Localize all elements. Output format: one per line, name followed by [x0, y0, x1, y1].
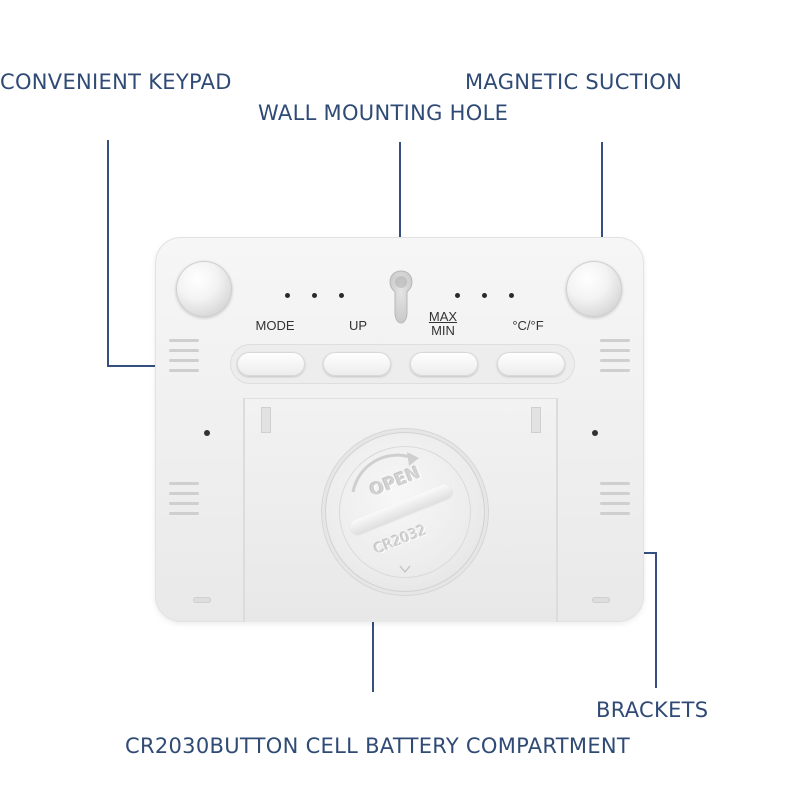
vent-slot	[600, 369, 630, 372]
leader-brackets-vertical	[655, 552, 657, 688]
callout-brackets: BRACKETS	[596, 698, 709, 722]
vent-slot	[169, 369, 199, 372]
key-label-unit: °C/°F	[512, 318, 544, 333]
rotate-arrow-icon	[351, 452, 419, 493]
vent-slot	[600, 349, 630, 352]
magnet-left	[176, 261, 232, 317]
vent-slot	[169, 512, 199, 515]
vent-slot	[600, 492, 630, 495]
up-button[interactable]	[323, 352, 391, 376]
vent-slot	[600, 502, 630, 505]
leader-wall-hole	[399, 142, 401, 272]
leader-magnet	[601, 142, 603, 264]
vent-slot	[600, 482, 630, 485]
unit-toggle-button[interactable]	[497, 352, 565, 376]
leader-battery	[372, 560, 374, 692]
vent-slot	[169, 482, 199, 485]
rubber-foot	[193, 597, 211, 603]
key-label-max: MAX	[428, 309, 458, 324]
callout-battery-compartment: CR2030BUTTON CELL BATTERY COMPARTMENT	[125, 734, 631, 758]
magnet-right	[566, 261, 622, 317]
callout-wall-mounting-hole: WALL MOUNTING HOLE	[258, 101, 509, 125]
mode-button[interactable]	[237, 352, 305, 376]
indicator-dot	[285, 293, 290, 298]
align-mark-icon	[399, 565, 411, 574]
vent-slot	[600, 512, 630, 515]
vent-slot	[600, 339, 630, 342]
battery-compartment-cover[interactable]: OPEN CR2032	[325, 432, 485, 592]
indicator-dot	[509, 293, 514, 298]
indicator-dot	[482, 293, 487, 298]
indicator-dot	[455, 293, 460, 298]
leader-keypad-vertical	[107, 140, 109, 366]
thermometer-back-panel: MODE UP MAX MIN °C/°F OPEN CR	[155, 237, 644, 622]
callout-magnetic-suction: MAGNETIC SUCTION	[465, 70, 683, 94]
max-min-button[interactable]	[410, 352, 478, 376]
vent-slot	[169, 492, 199, 495]
rubber-foot	[592, 597, 610, 603]
wall-mounting-hole[interactable]	[382, 267, 420, 325]
bracket-hinge	[261, 407, 271, 433]
key-label-up: UP	[348, 318, 368, 333]
callout-convenient-keypad: CONVENIENT KEYPAD	[0, 70, 232, 94]
key-label-min: MIN	[431, 323, 455, 338]
key-label-max-min: MAX MIN	[423, 310, 463, 338]
vent-slot	[600, 359, 630, 362]
indicator-dot	[312, 293, 317, 298]
indicator-dot	[339, 293, 344, 298]
screw-point	[204, 430, 210, 436]
key-label-mode: MODE	[255, 318, 295, 333]
vent-slot	[169, 359, 199, 362]
vent-slot	[169, 349, 199, 352]
vent-slot	[169, 339, 199, 342]
bracket-hinge	[531, 407, 541, 433]
vent-slot	[169, 502, 199, 505]
screw-point	[592, 430, 598, 436]
